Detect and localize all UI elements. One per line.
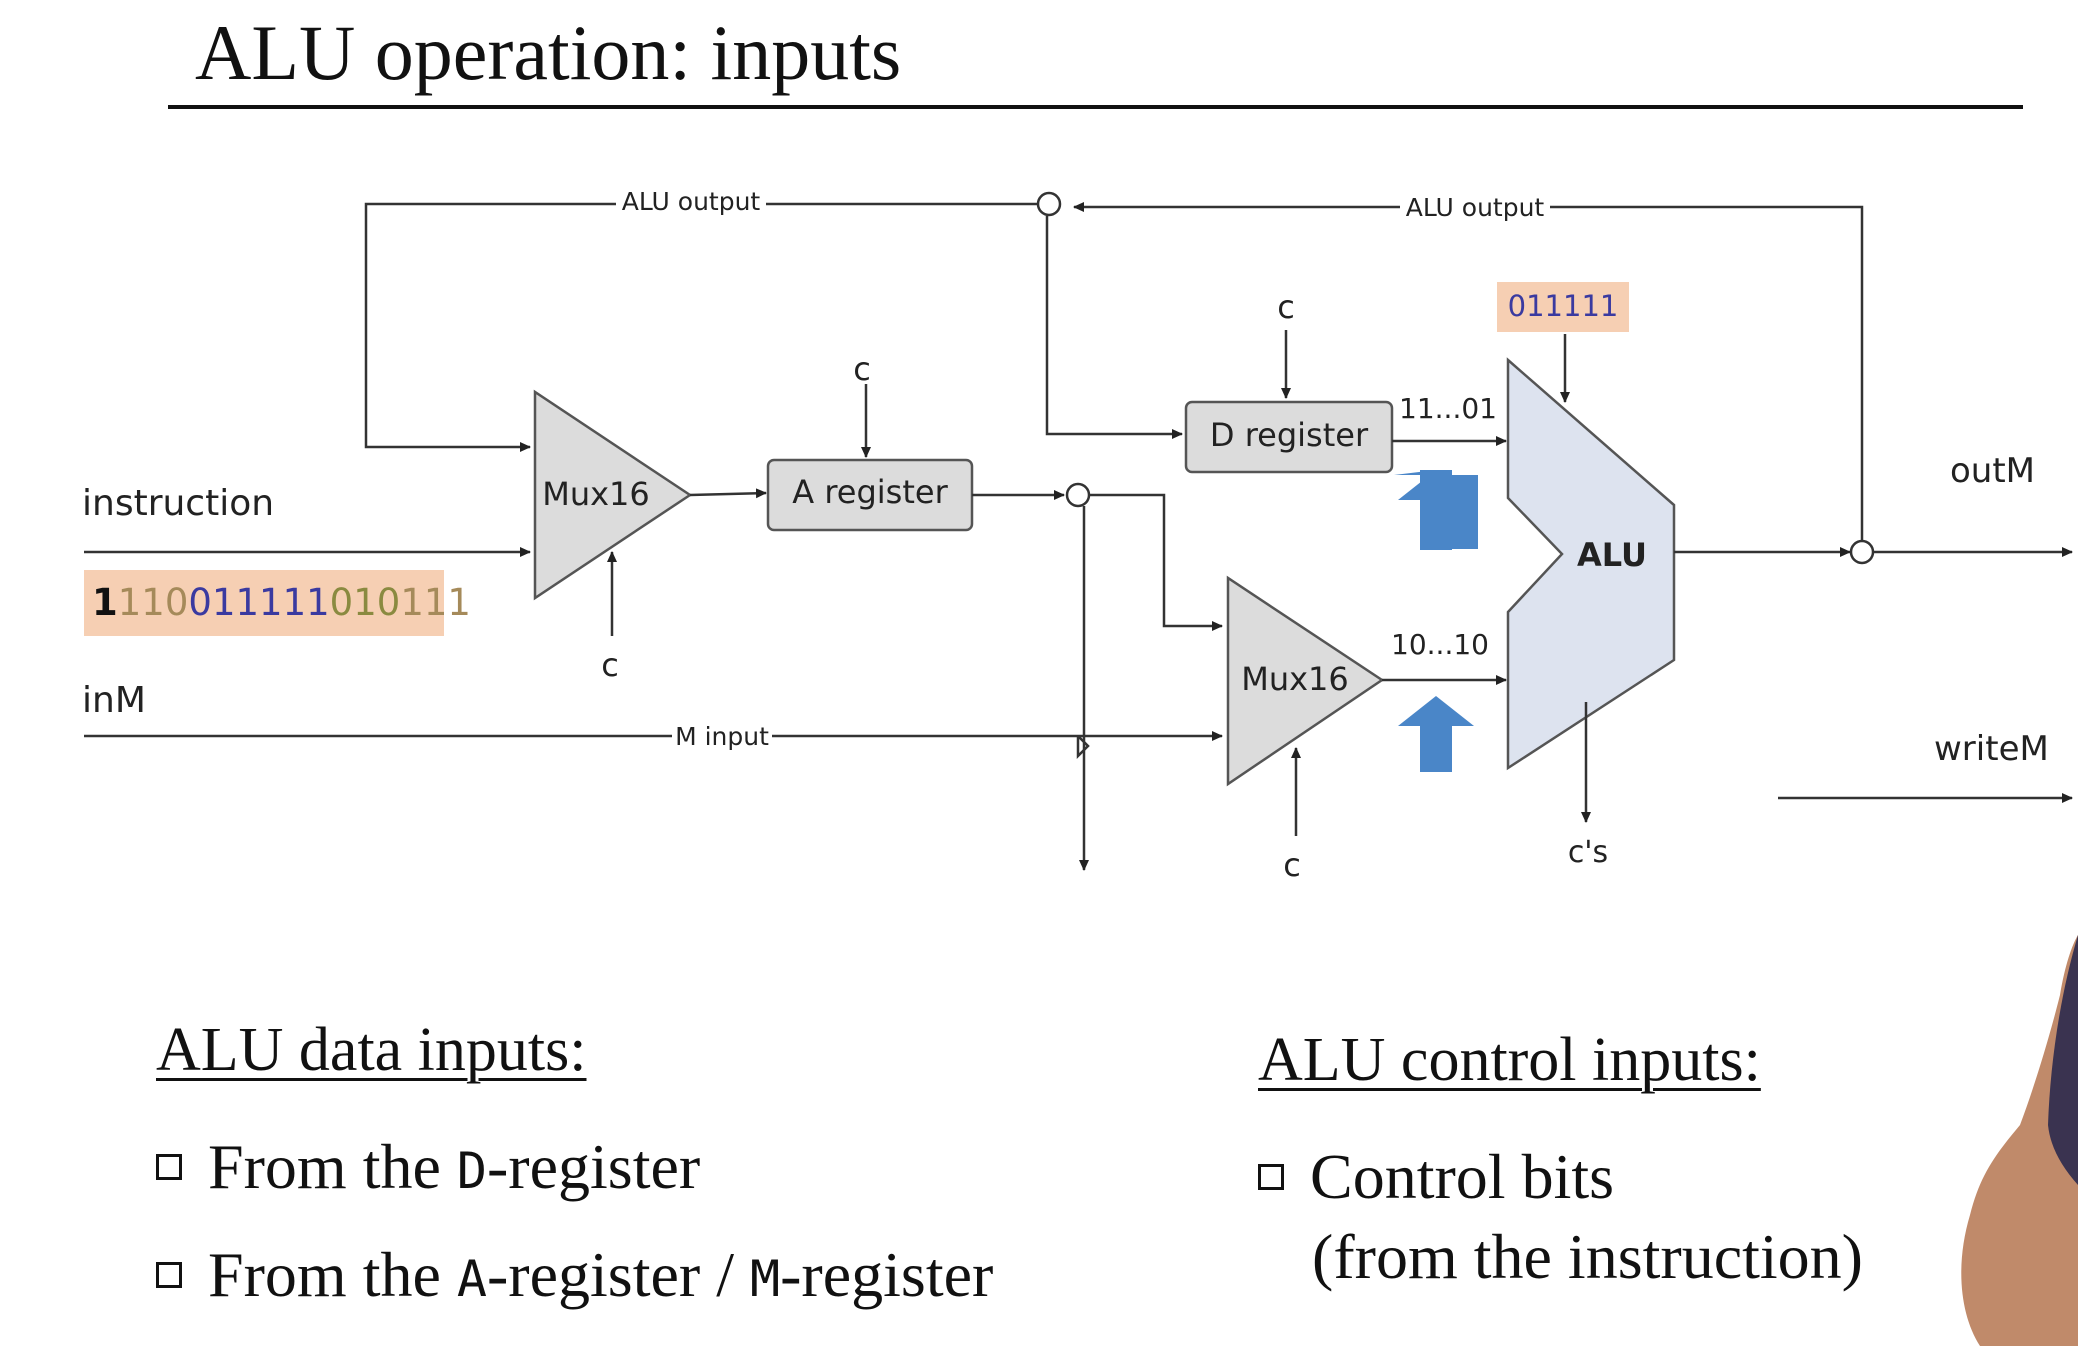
slide-title: ALU operation: inputs: [195, 9, 902, 96]
control-bits-value: 011111: [1508, 289, 1619, 323]
instruction-bit: 1: [447, 581, 471, 624]
bullet-box: [156, 1154, 182, 1181]
m-input-bg: [672, 724, 772, 750]
instruction-bit: 0: [188, 581, 212, 624]
highlight-arrow-up-bottom-icon: [1420, 726, 1452, 772]
m-input-label: M input: [675, 722, 769, 751]
d-register: [1184, 400, 1394, 474]
instruction-bit: 1: [353, 581, 377, 624]
instruction-bit: 1: [259, 581, 283, 624]
a-to-mux-wire: [1089, 493, 1223, 631]
inM-label: inM: [82, 680, 146, 721]
writeM-label: writeM: [1934, 729, 2049, 769]
instruction-bit: 1: [141, 581, 165, 624]
mux16-top-c-label: c: [601, 646, 619, 684]
bullet-a-m-register: From the A-register / M-register: [156, 1238, 993, 1312]
alu-output-right-bg: [1400, 195, 1550, 221]
junction-a-out: [1065, 482, 1091, 508]
alu-block: [1506, 357, 1676, 771]
junction-alu-out: [1849, 539, 1875, 565]
cs-label: c's: [1568, 835, 1608, 870]
alu-output-right-label: ALU output: [1406, 193, 1545, 222]
bullet-control-bits-line2: (from the instruction): [1312, 1221, 1863, 1292]
mux16-bottom: [1226, 575, 1385, 787]
a-register-c-label: c: [853, 350, 871, 388]
mux16-bottom-c-label: c: [1283, 846, 1301, 884]
alu-output-left-label: ALU output: [622, 187, 761, 216]
instruction-bit: 1: [118, 581, 142, 624]
instruction-bit: 1: [92, 581, 118, 624]
bullet-box: [156, 1262, 182, 1289]
d-register-label: D register: [1210, 416, 1369, 454]
instruction-bit: 1: [235, 581, 259, 624]
title-rule: [168, 105, 2023, 109]
control-bits-highlight: [1497, 282, 1629, 332]
mux16-bottom-label: Mux16: [1241, 660, 1349, 698]
alu-data-inputs-heading: ALU data inputs:: [156, 1016, 587, 1084]
mux16-top-label: Mux16: [542, 475, 650, 513]
d-register-c-label: c: [1277, 288, 1295, 326]
am-value-label: 10...10: [1391, 628, 1489, 661]
mux16-top: [533, 389, 693, 601]
inM-wire: [84, 731, 1223, 760]
alu-output-left-bg: [616, 190, 766, 216]
bullet-box: [1258, 1164, 1284, 1191]
presenter-image: [1961, 935, 2078, 1346]
highlight-arrow-up-bottom-head: [1398, 696, 1474, 726]
instruction-bit: 1: [306, 581, 330, 624]
instruction-highlight: [84, 570, 444, 636]
bullet-control-bits: Control bits: [1258, 1140, 1614, 1214]
instruction-bit: 1: [212, 581, 236, 624]
instruction-bit: 1: [424, 581, 448, 624]
instruction-bit: 1: [400, 581, 424, 624]
instruction-bit: 1: [283, 581, 307, 624]
alu-control-inputs-heading: ALU control inputs:: [1258, 1026, 1761, 1094]
instruction-bit: 0: [377, 581, 401, 624]
bullet-d-register: From the D-register: [156, 1130, 700, 1204]
instruction-label: instruction: [82, 483, 274, 524]
outM-label: outM: [1950, 451, 2035, 491]
a-register-label: A register: [792, 473, 948, 511]
d-value-label: 11...01: [1399, 392, 1497, 425]
junction-alu-output-top: [1036, 191, 1062, 217]
instruction-bits: 1110011111010111: [92, 581, 471, 624]
instruction-bit: 0: [330, 581, 354, 624]
mux-to-a-wire: [689, 488, 767, 499]
highlight-arrow-up-top-head: [1398, 470, 1474, 500]
alu-label: ALU: [1577, 536, 1647, 574]
instruction-bit: 0: [165, 581, 189, 624]
